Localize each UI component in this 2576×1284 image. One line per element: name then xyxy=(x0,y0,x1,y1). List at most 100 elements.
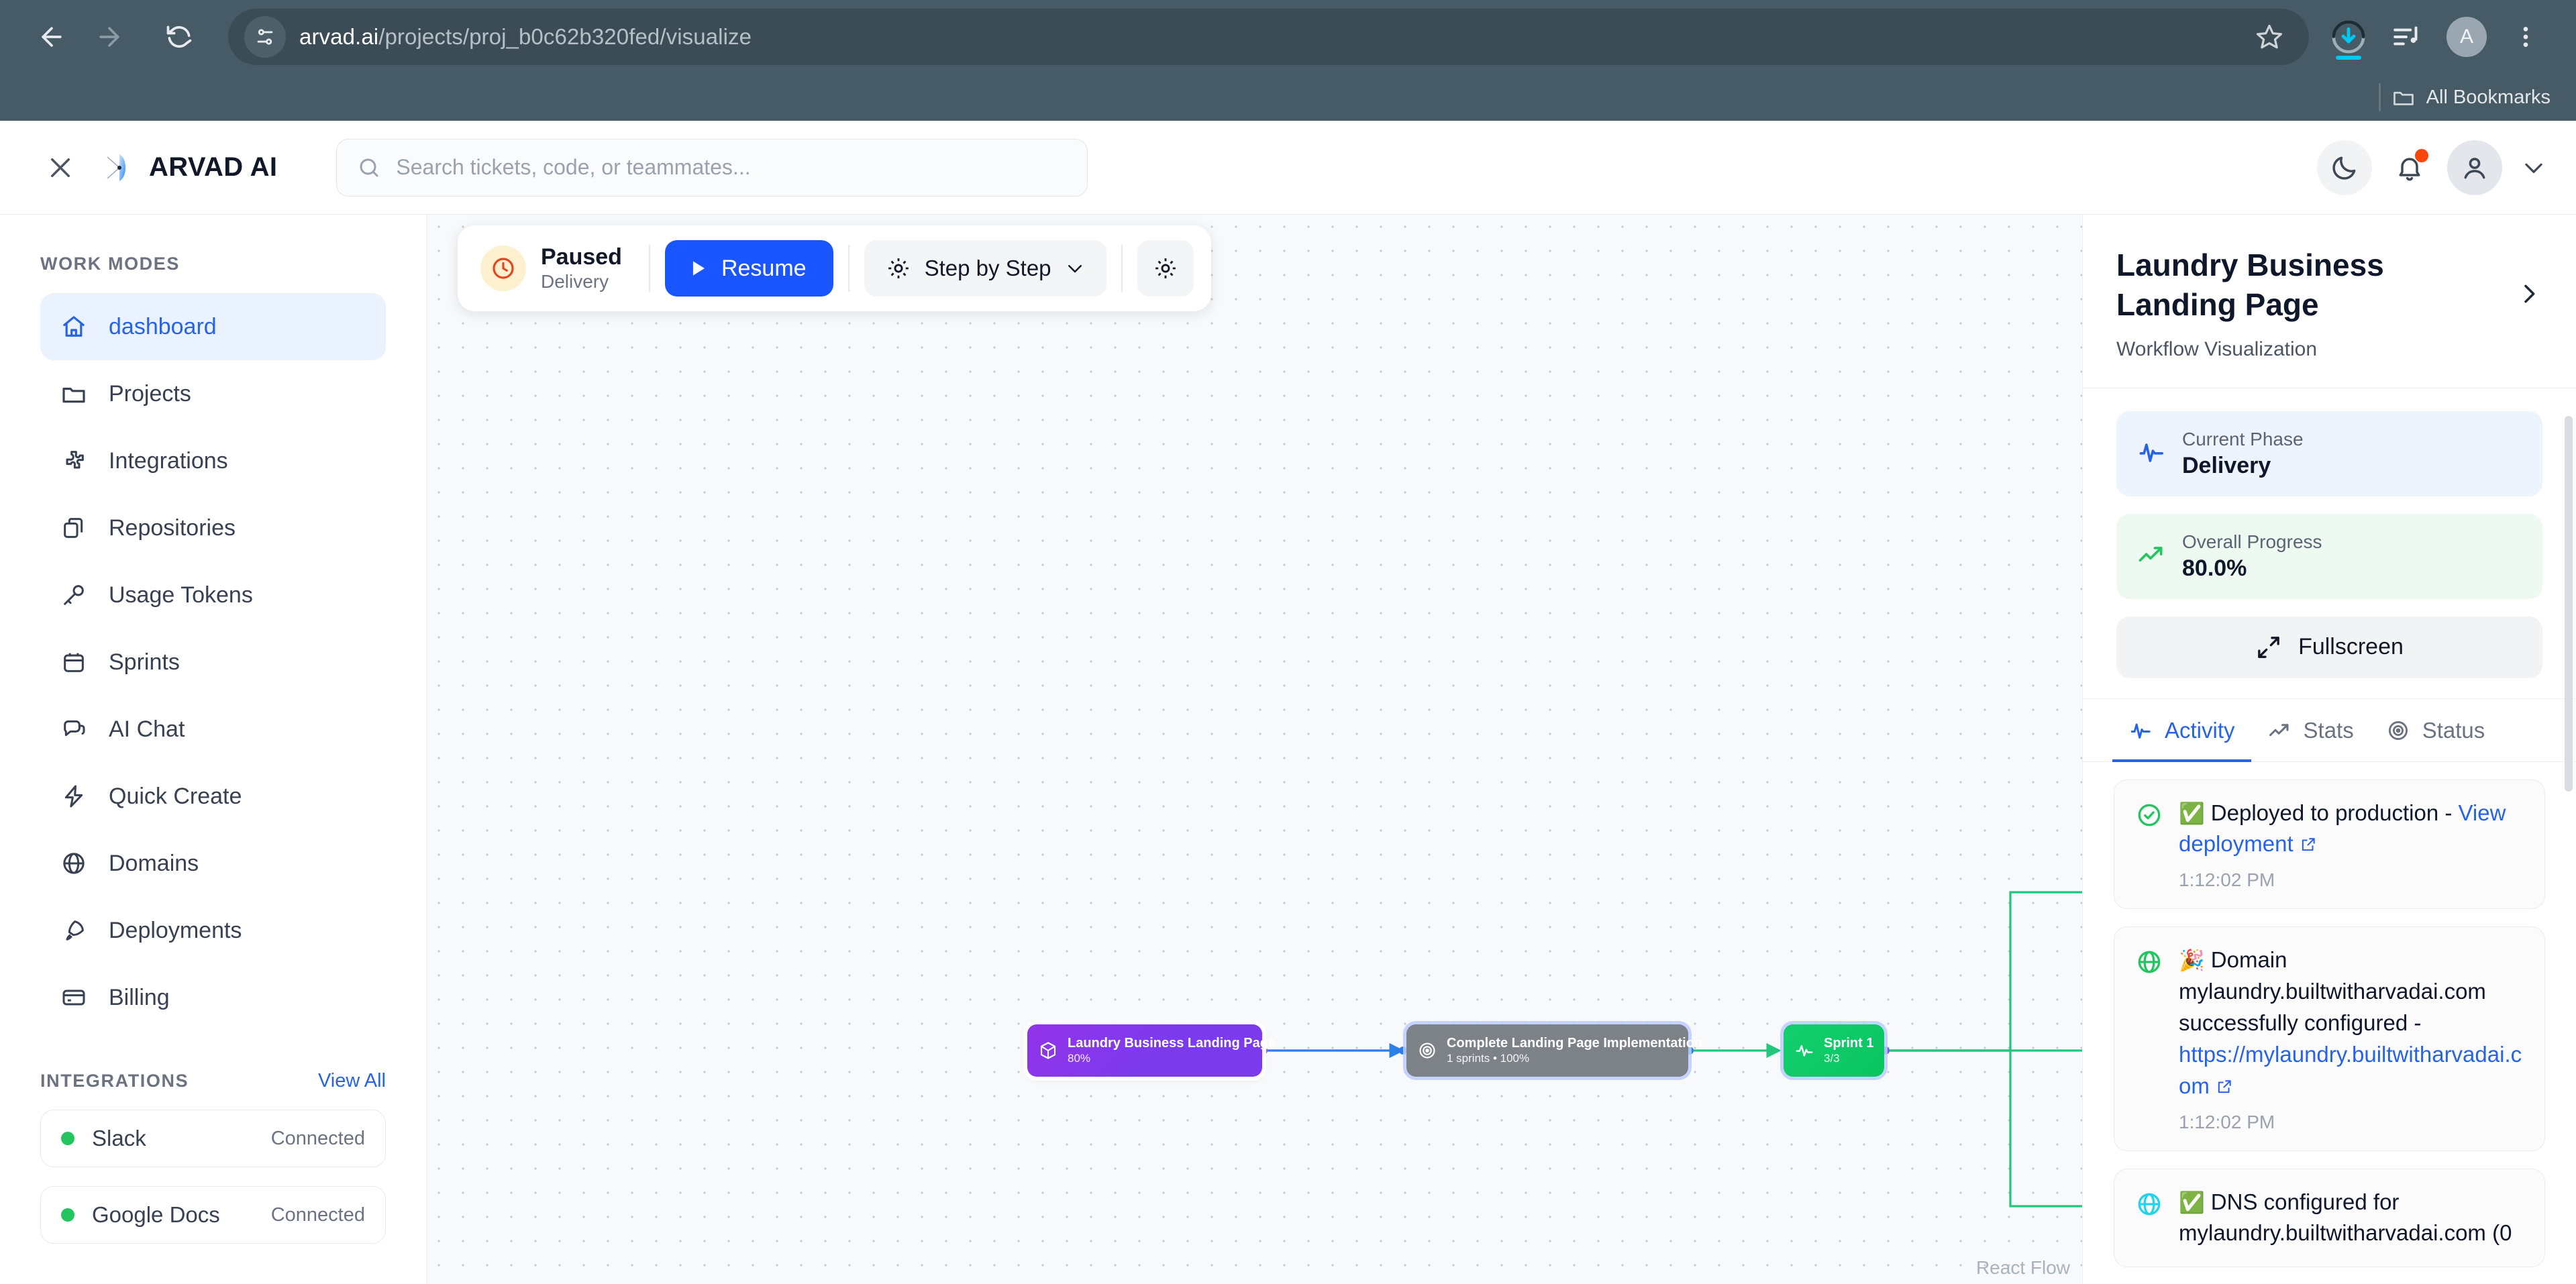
stats-section: Current Phase Delivery Overall Progress … xyxy=(2083,388,2576,698)
toolbar-divider xyxy=(648,245,650,292)
search-input[interactable]: Search tickets, code, or teammates... xyxy=(336,138,1088,197)
check-circle-icon xyxy=(2134,800,2164,830)
sidebar-item-dashboard[interactable]: dashboard xyxy=(40,293,386,360)
activity-text: Deployed to production - xyxy=(2210,800,2459,825)
puzzle-icon xyxy=(59,446,89,476)
sidebar-item-sprints[interactable]: Sprints xyxy=(40,629,386,696)
app-body: WORK MODES dashboard Projects Integratio… xyxy=(0,215,2576,1284)
trending-up-icon xyxy=(2269,723,2289,736)
sidebar-item-label: AI Chat xyxy=(109,716,185,742)
fullscreen-label: Fullscreen xyxy=(2298,634,2404,660)
back-arrow-icon[interactable] xyxy=(23,8,81,66)
three-dot-menu-icon[interactable] xyxy=(2498,9,2553,64)
activity-icon xyxy=(2130,723,2151,739)
trending-up-icon xyxy=(2136,540,2166,573)
reload-icon[interactable] xyxy=(150,8,208,66)
workflow-canvas[interactable]: Paused Delivery Resume Step by Step xyxy=(427,215,2082,1284)
node-title: Laundry Business Landing Page xyxy=(1068,1036,1276,1051)
page-subtitle: Workflow Visualization xyxy=(2116,337,2318,360)
sidebar-item-quick-create[interactable]: Quick Create xyxy=(40,763,386,830)
resume-button[interactable]: Resume xyxy=(664,240,833,297)
sidebar-item-label: Sprints xyxy=(109,649,180,675)
stat-value: Delivery xyxy=(2182,453,2271,479)
external-link-icon xyxy=(2302,838,2315,851)
activity-icon xyxy=(2136,437,2166,470)
sidebar-item-usage-tokens[interactable]: Usage Tokens xyxy=(40,561,386,629)
integrations-label: INTEGRATIONS xyxy=(40,1071,189,1091)
close-x-icon[interactable] xyxy=(43,150,78,185)
stat-card-current-phase: Current Phase Delivery xyxy=(2116,411,2542,496)
tab-activity[interactable]: Activity xyxy=(2112,699,2251,762)
tab-status[interactable]: Status xyxy=(2370,699,2502,762)
chevron-right-icon[interactable] xyxy=(2516,280,2542,311)
globe-icon xyxy=(2134,947,2164,977)
sidebar-item-ai-chat[interactable]: AI Chat xyxy=(40,696,386,763)
status-dot-icon xyxy=(61,1132,74,1145)
url-bar[interactable]: arvad.ai/projects/proj_b0c62b320fed/visu… xyxy=(228,9,2309,65)
sidebar-item-deployments[interactable]: Deployments xyxy=(40,897,386,964)
flow-node-epic[interactable]: Complete Landing Page Implementation 1 s… xyxy=(1406,1024,1702,1077)
integrations-header: INTEGRATIONS View All xyxy=(40,1070,386,1092)
target-icon xyxy=(1416,1039,1439,1062)
calendar-icon xyxy=(59,647,89,677)
work-modes-label: WORK MODES xyxy=(40,254,180,274)
view-all-link[interactable]: View All xyxy=(317,1070,386,1091)
activity-link[interactable]: View deployment xyxy=(2179,800,2506,857)
workflow-status: Paused Delivery xyxy=(475,244,634,293)
profile-avatar[interactable]: A xyxy=(2439,9,2494,64)
brand-name: ARVAD AI xyxy=(149,152,278,182)
forward-arrow-icon[interactable] xyxy=(81,8,138,66)
activity-item[interactable]: ✅ DNS configured for mylaundry.builtwith… xyxy=(2114,1168,2545,1268)
activity-item[interactable]: ✅ Deployed to production - View deployme… xyxy=(2114,779,2545,910)
resume-label: Resume xyxy=(721,255,807,281)
sidebar-item-label: dashboard xyxy=(109,313,217,339)
flow-node-project[interactable]: Laundry Business Landing Page 80% xyxy=(1027,1024,1276,1077)
repository-icon xyxy=(59,513,89,543)
react-flow-attribution[interactable]: React Flow xyxy=(1975,1257,2070,1278)
fullscreen-button[interactable]: Fullscreen xyxy=(2116,616,2542,678)
user-avatar-icon[interactable] xyxy=(2447,140,2502,195)
folder-icon xyxy=(59,379,89,409)
settings-button[interactable] xyxy=(1137,240,1194,297)
tab-label: Activity xyxy=(2165,717,2235,743)
node-title: Sprint 1 xyxy=(1824,1036,1874,1051)
site-settings-icon[interactable] xyxy=(244,16,286,58)
activity-feed[interactable]: ✅ Deployed to production - View deployme… xyxy=(2083,762,2576,1284)
tab-stats[interactable]: Stats xyxy=(2251,699,2370,762)
details-panel-tabs: Activity Stats Status xyxy=(2083,698,2576,762)
activity-link[interactable]: https://mylaundry.builtwitharvadai.com xyxy=(2179,1041,2522,1098)
details-panel: Laundry Business Landing Page Workflow V… xyxy=(2082,215,2576,1284)
details-panel-header: Laundry Business Landing Page Workflow V… xyxy=(2083,215,2576,388)
download-icon[interactable] xyxy=(2321,9,2376,64)
node-title: Complete Landing Page Implementation xyxy=(1447,1036,1703,1051)
chevron-down-icon xyxy=(1068,265,1082,273)
brand[interactable]: ARVAD AI xyxy=(102,150,277,185)
sidebar-item-integrations[interactable]: Integrations xyxy=(40,427,386,494)
integration-item-google-docs[interactable]: Google Docs Connected xyxy=(40,1186,386,1244)
chat-bubble-icon xyxy=(59,714,89,744)
node-subtitle: 80% xyxy=(1068,1052,1091,1065)
toolbar-divider xyxy=(847,245,849,292)
sidebar-item-projects[interactable]: Projects xyxy=(40,360,386,427)
url-path: /projects/proj_b0c62b320fed/visualize xyxy=(378,24,752,49)
all-bookmarks-button[interactable]: All Bookmarks xyxy=(2391,85,2551,109)
sidebar-item-domains[interactable]: Domains xyxy=(40,830,386,897)
bookmarks-divider xyxy=(2378,83,2381,111)
activity-item[interactable]: 🎉 Domain mylaundry.builtwitharvadai.com … xyxy=(2114,926,2545,1151)
header-actions xyxy=(2317,140,2548,195)
flow-node-sprint[interactable]: Sprint 1 3/3 xyxy=(1784,1024,1884,1077)
panel-scrollbar[interactable] xyxy=(2565,416,2573,792)
key-icon xyxy=(59,580,89,610)
chevron-down-icon[interactable] xyxy=(2520,154,2548,182)
bell-icon[interactable] xyxy=(2389,148,2430,188)
sidebar-item-label: Billing xyxy=(109,984,170,1010)
sidebar-item-repositories[interactable]: Repositories xyxy=(40,494,386,561)
search-icon xyxy=(360,158,378,176)
media-list-icon[interactable] xyxy=(2380,9,2435,64)
bookmark-star-icon[interactable] xyxy=(2245,12,2294,62)
moon-icon[interactable] xyxy=(2317,140,2372,195)
sidebar-item-billing[interactable]: Billing xyxy=(40,964,386,1031)
step-by-step-dropdown[interactable]: Step by Step xyxy=(864,240,1106,297)
flow-edges xyxy=(1259,891,2082,1208)
integration-item-slack[interactable]: Slack Connected xyxy=(40,1110,386,1167)
